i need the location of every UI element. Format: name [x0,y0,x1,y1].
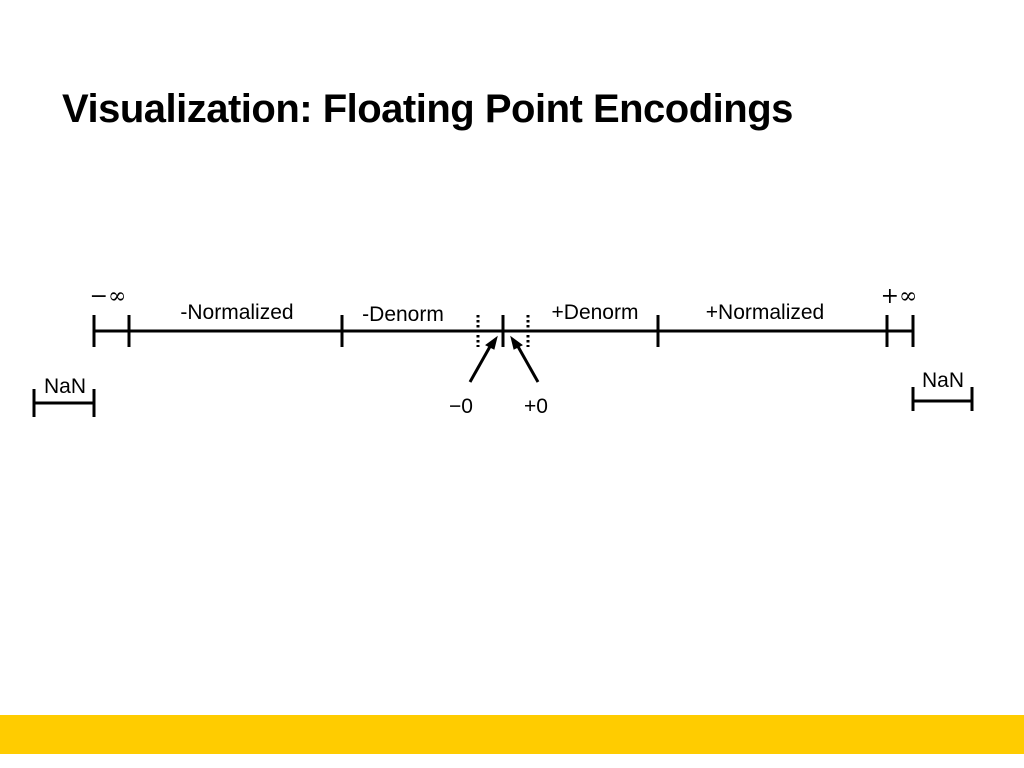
label-pos-infinity: +∞ [881,284,918,309]
nan-bracket-left [32,389,96,417]
label-nan-left: NaN [44,375,86,398]
nan-bracket-right [911,387,974,411]
footer-accent-bar [0,715,1024,754]
arrowhead-neg-zero [485,335,498,350]
label-nan-right: NaN [922,369,964,392]
arrow-neg-zero [468,342,494,383]
label-pos-normalized: +Normalized [706,301,824,324]
label-neg-normalized: -Normalized [180,301,293,324]
label-pos-denorm: +Denorm [552,301,639,324]
label-neg-denorm: -Denorm [362,303,444,326]
arrow-pos-zero [514,342,540,383]
slide-title: Visualization: Floating Point Encodings [62,87,793,131]
label-pos-zero: +0 [524,395,548,418]
arrowhead-pos-zero [510,335,523,350]
label-neg-infinity: −∞ [90,284,127,309]
label-neg-zero: −0 [449,395,473,418]
